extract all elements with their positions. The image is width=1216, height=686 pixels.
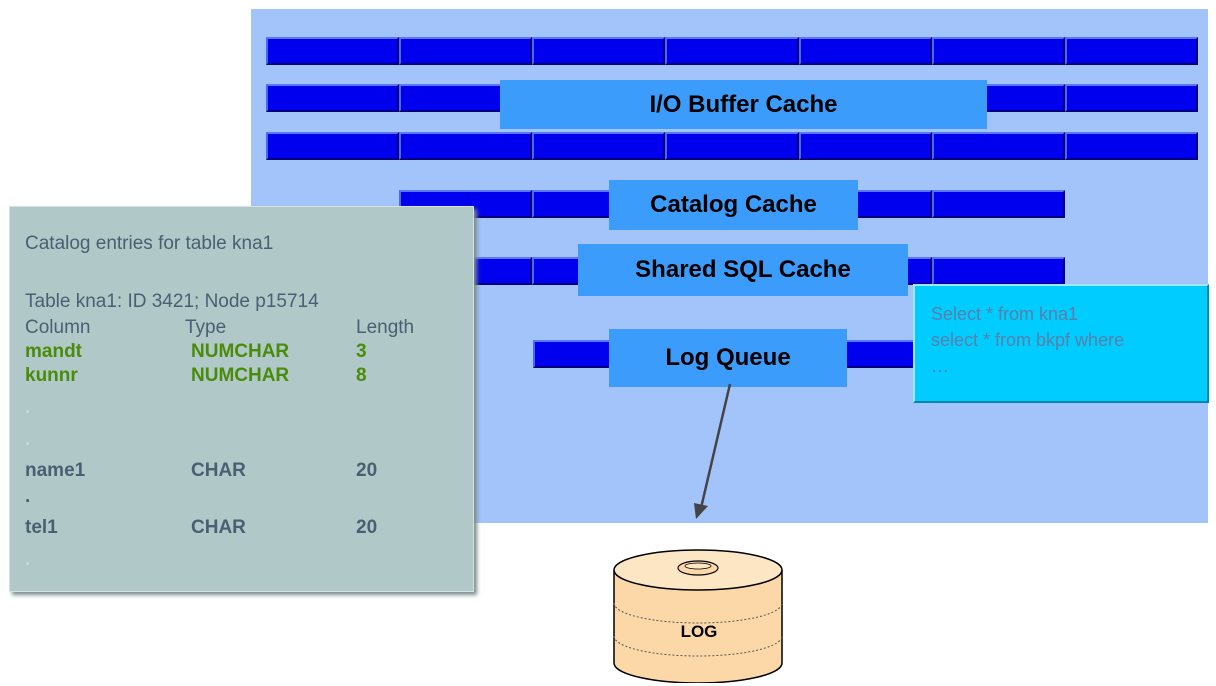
ellipsis-dot: . — [25, 486, 31, 507]
row-type: CHAR — [191, 517, 246, 538]
catalog-cache-label: Catalog Cache — [609, 180, 858, 230]
buffer-page — [1065, 37, 1198, 65]
buffer-page — [799, 37, 932, 65]
buffer-page — [932, 37, 1065, 65]
row-column: name1 — [25, 460, 86, 481]
buffer-page — [399, 132, 532, 160]
buffer-page — [932, 132, 1065, 160]
ellipsis-dot: . — [25, 429, 31, 450]
row-column: tel1 — [25, 517, 58, 538]
header-type: Type — [185, 317, 227, 338]
header-column: Column — [25, 317, 91, 338]
buffer-page — [266, 37, 399, 65]
log-cylinder-icon — [613, 549, 783, 683]
table-info: Table kna1: ID 3421; Node p15714 — [25, 291, 319, 312]
log-label: LOG — [680, 622, 718, 641]
shared-sql-cache-label: Shared SQL Cache — [578, 244, 908, 296]
buffer-page — [665, 132, 799, 160]
buffer-page — [799, 132, 932, 160]
buffer-page — [665, 37, 799, 65]
sql-statements-box: Select * from kna1 select * from bkpf wh… — [913, 284, 1209, 403]
buffer-page — [1065, 84, 1198, 112]
ellipsis-dot: . — [25, 397, 31, 418]
row-length: 20 — [356, 460, 378, 481]
buffer-page — [266, 132, 399, 160]
catalog-title: Catalog entries for table kna1 — [25, 233, 274, 254]
row-type: NUMCHAR — [191, 365, 290, 386]
sql-line: … — [931, 356, 949, 376]
sql-line: select * from bkpf where — [931, 330, 1125, 350]
row-length: 20 — [356, 517, 378, 538]
row-type: NUMCHAR — [191, 341, 290, 362]
log-queue-label: Log Queue — [609, 329, 847, 387]
row-column: kunnr — [25, 365, 78, 386]
buffer-page — [532, 132, 665, 160]
catalog-entries-panel: Catalog entries for table kna1 Table kna… — [9, 206, 474, 592]
io-buffer-cache-label: I/O Buffer Cache — [500, 80, 987, 129]
buffer-page — [399, 37, 532, 65]
sql-page — [932, 257, 1065, 285]
row-length: 8 — [356, 365, 367, 386]
row-length: 3 — [356, 341, 367, 362]
buffer-page — [1065, 132, 1198, 160]
header-length: Length — [356, 317, 415, 338]
catalog-page — [932, 190, 1065, 218]
row-type: CHAR — [191, 460, 246, 481]
buffer-page — [532, 37, 665, 65]
ellipsis-dot: . — [25, 549, 31, 570]
buffer-page — [266, 84, 399, 112]
row-column: mandt — [25, 341, 82, 362]
sql-line: Select * from kna1 — [931, 304, 1079, 324]
